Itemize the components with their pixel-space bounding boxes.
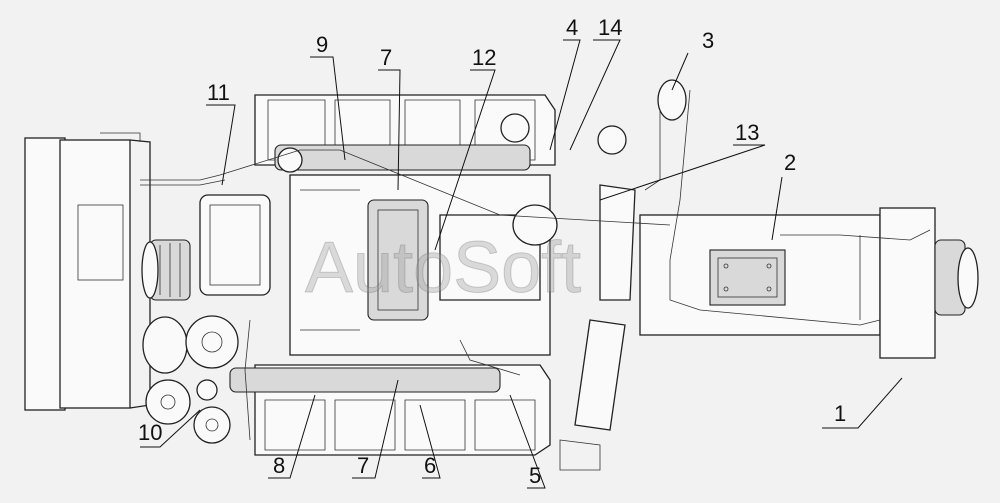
callout-2: 2 — [784, 150, 796, 175]
callout-8: 8 — [273, 453, 285, 478]
callout-3: 3 — [702, 28, 714, 53]
callout-14: 14 — [598, 15, 622, 40]
callout-12: 12 — [472, 45, 496, 70]
callout-11: 11 — [207, 80, 230, 105]
callout-leaders — [140, 39, 903, 489]
callout-7-top: 7 — [380, 45, 392, 70]
harness-lines — [140, 79, 931, 441]
callout-9: 9 — [316, 32, 328, 57]
exhaust-pipes — [559, 184, 636, 471]
lower-pulleys — [142, 315, 239, 444]
air-filter — [199, 194, 271, 296]
engine-block — [289, 174, 558, 356]
callout-labels: 1 2 3 4 5 6 7 7 8 9 10 11 12 13 14 — [138, 15, 846, 488]
callout-13: 13 — [735, 120, 759, 145]
callout-6: 6 — [424, 453, 436, 478]
gearbox — [639, 207, 979, 359]
radiator — [24, 132, 151, 411]
callout-7-bottom: 7 — [357, 453, 369, 478]
callout-1: 1 — [834, 401, 846, 426]
fan-pulley — [141, 239, 191, 301]
upper-cylinder-bank — [254, 94, 556, 173]
callout-5: 5 — [529, 463, 541, 488]
callout-4: 4 — [566, 15, 578, 40]
watermark: AutoSoft — [305, 228, 581, 308]
callout-10: 10 — [138, 420, 162, 445]
lower-cylinder-bank — [229, 364, 551, 456]
